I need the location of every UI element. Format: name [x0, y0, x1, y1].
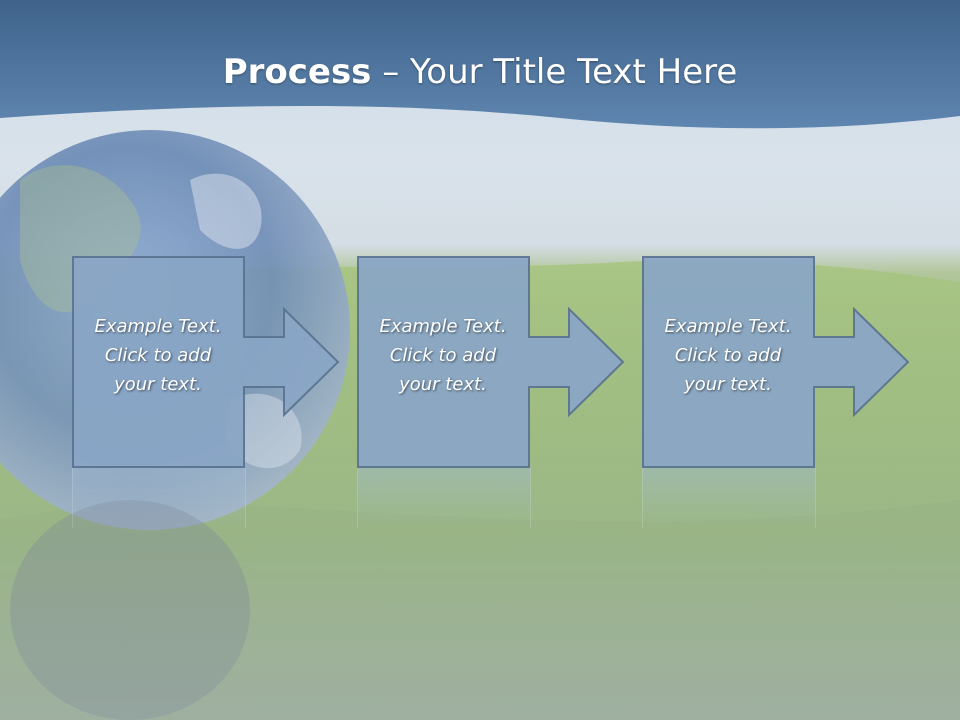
- step-reflection: [72, 468, 246, 528]
- page-title: Process – Your Title Text Here: [0, 52, 960, 92]
- step-text-line3: your text.: [684, 374, 772, 395]
- process-arrow-shape: [72, 256, 340, 468]
- step-text-line1: Example Text.: [379, 316, 507, 337]
- process-step-1[interactable]: Example Text. Click to add your text.: [72, 256, 342, 468]
- process-step-3[interactable]: Example Text. Click to add your text.: [642, 256, 912, 468]
- step-text-line2: Click to add: [104, 345, 212, 366]
- step-text-line3: your text.: [114, 374, 202, 395]
- step-reflection: [357, 468, 531, 528]
- step-text[interactable]: Example Text. Click to add your text.: [357, 312, 529, 399]
- step-text-line2: Click to add: [389, 345, 497, 366]
- step-text-line1: Example Text.: [94, 316, 222, 337]
- process-arrow-shape: [642, 256, 910, 468]
- step-text[interactable]: Example Text. Click to add your text.: [642, 312, 814, 399]
- title-bold: Process: [222, 52, 372, 92]
- step-text[interactable]: Example Text. Click to add your text.: [72, 312, 244, 399]
- process-step-2[interactable]: Example Text. Click to add your text.: [357, 256, 627, 468]
- step-reflection: [642, 468, 816, 528]
- header-band: [0, 0, 960, 129]
- step-text-line2: Click to add: [674, 345, 782, 366]
- process-arrow-shape: [357, 256, 625, 468]
- title-rest: – Your Title Text Here: [371, 52, 738, 92]
- step-text-line1: Example Text.: [664, 316, 792, 337]
- step-text-line3: your text.: [399, 374, 487, 395]
